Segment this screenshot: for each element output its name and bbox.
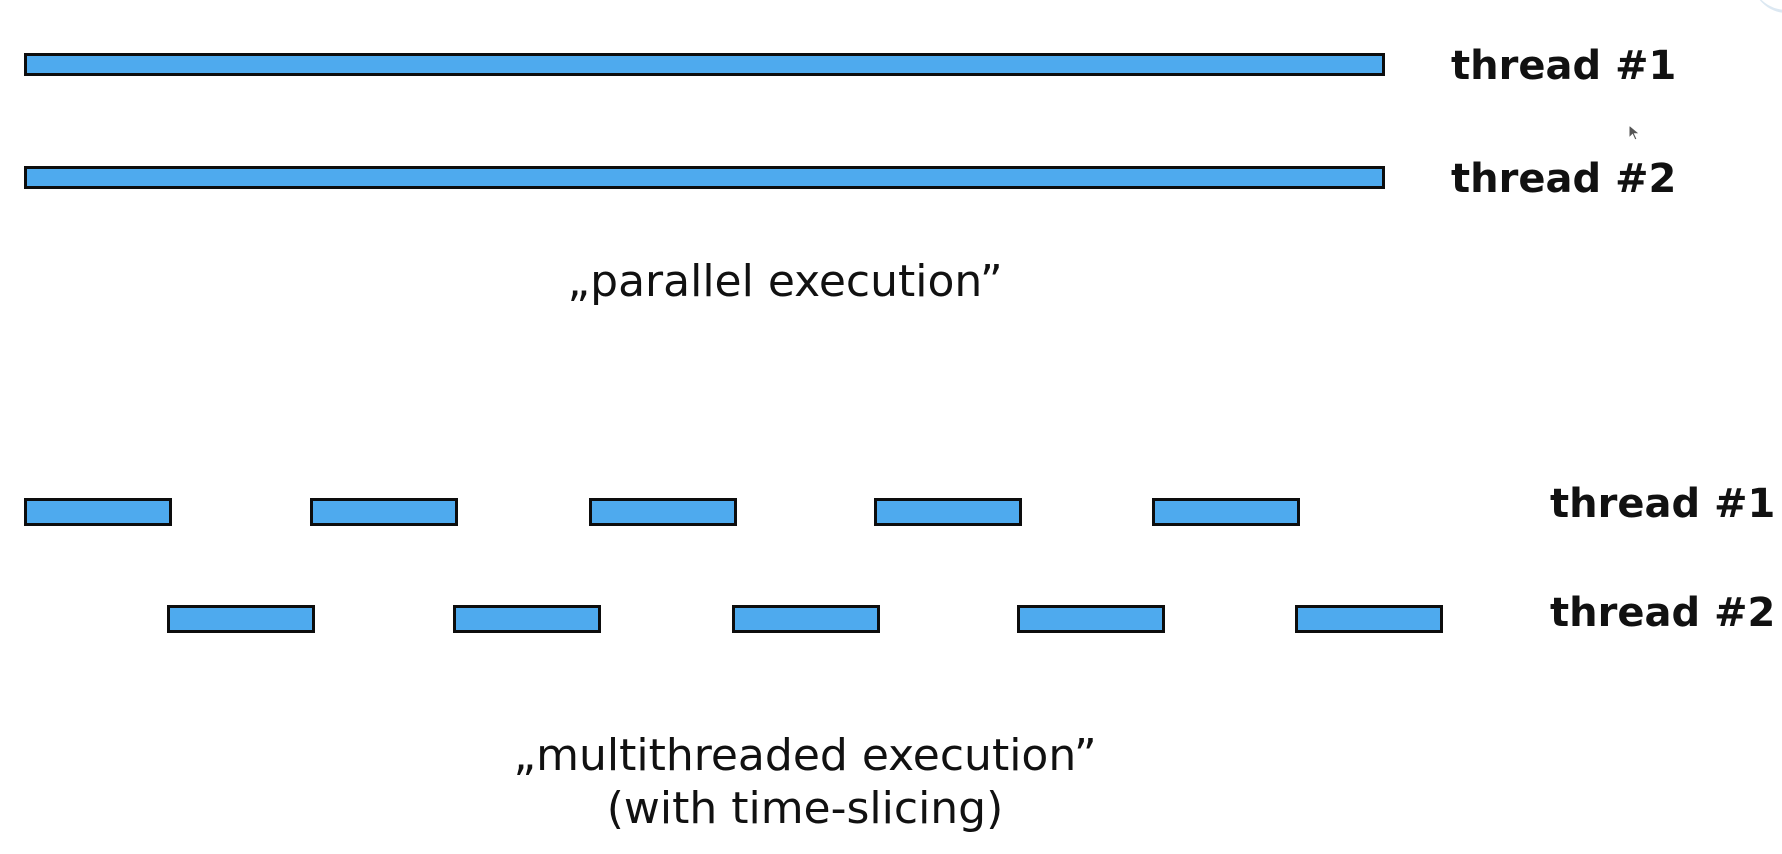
mt-thread-1-slice [1152, 498, 1300, 526]
mt-thread-1-slice [24, 498, 172, 526]
mt-thread-1-slice [310, 498, 458, 526]
mt-thread-1-slice [589, 498, 737, 526]
mt-thread-2-label: thread #2 [1550, 590, 1776, 636]
multithreaded-caption-line-2: (with time-slicing) [606, 783, 1004, 834]
corner-arc-decoration [1752, 0, 1782, 13]
parallel-thread-2-bar [24, 166, 1385, 189]
multithreaded-caption-line-1: „multithreaded execution” [513, 730, 1097, 781]
mt-thread-1-slice [874, 498, 1022, 526]
parallel-thread-1-bar [24, 53, 1385, 76]
parallel-caption: „parallel execution” [567, 256, 1003, 307]
parallel-thread-1-label: thread #1 [1451, 43, 1677, 89]
mt-thread-2-slice [732, 605, 880, 633]
mouse-pointer-icon [1628, 124, 1641, 141]
mt-thread-2-slice [167, 605, 315, 633]
mt-thread-2-slice [1017, 605, 1165, 633]
mt-thread-1-label: thread #1 [1550, 481, 1776, 527]
mt-thread-2-slice [453, 605, 601, 633]
parallel-thread-2-label: thread #2 [1451, 156, 1677, 202]
mt-thread-2-slice [1295, 605, 1443, 633]
